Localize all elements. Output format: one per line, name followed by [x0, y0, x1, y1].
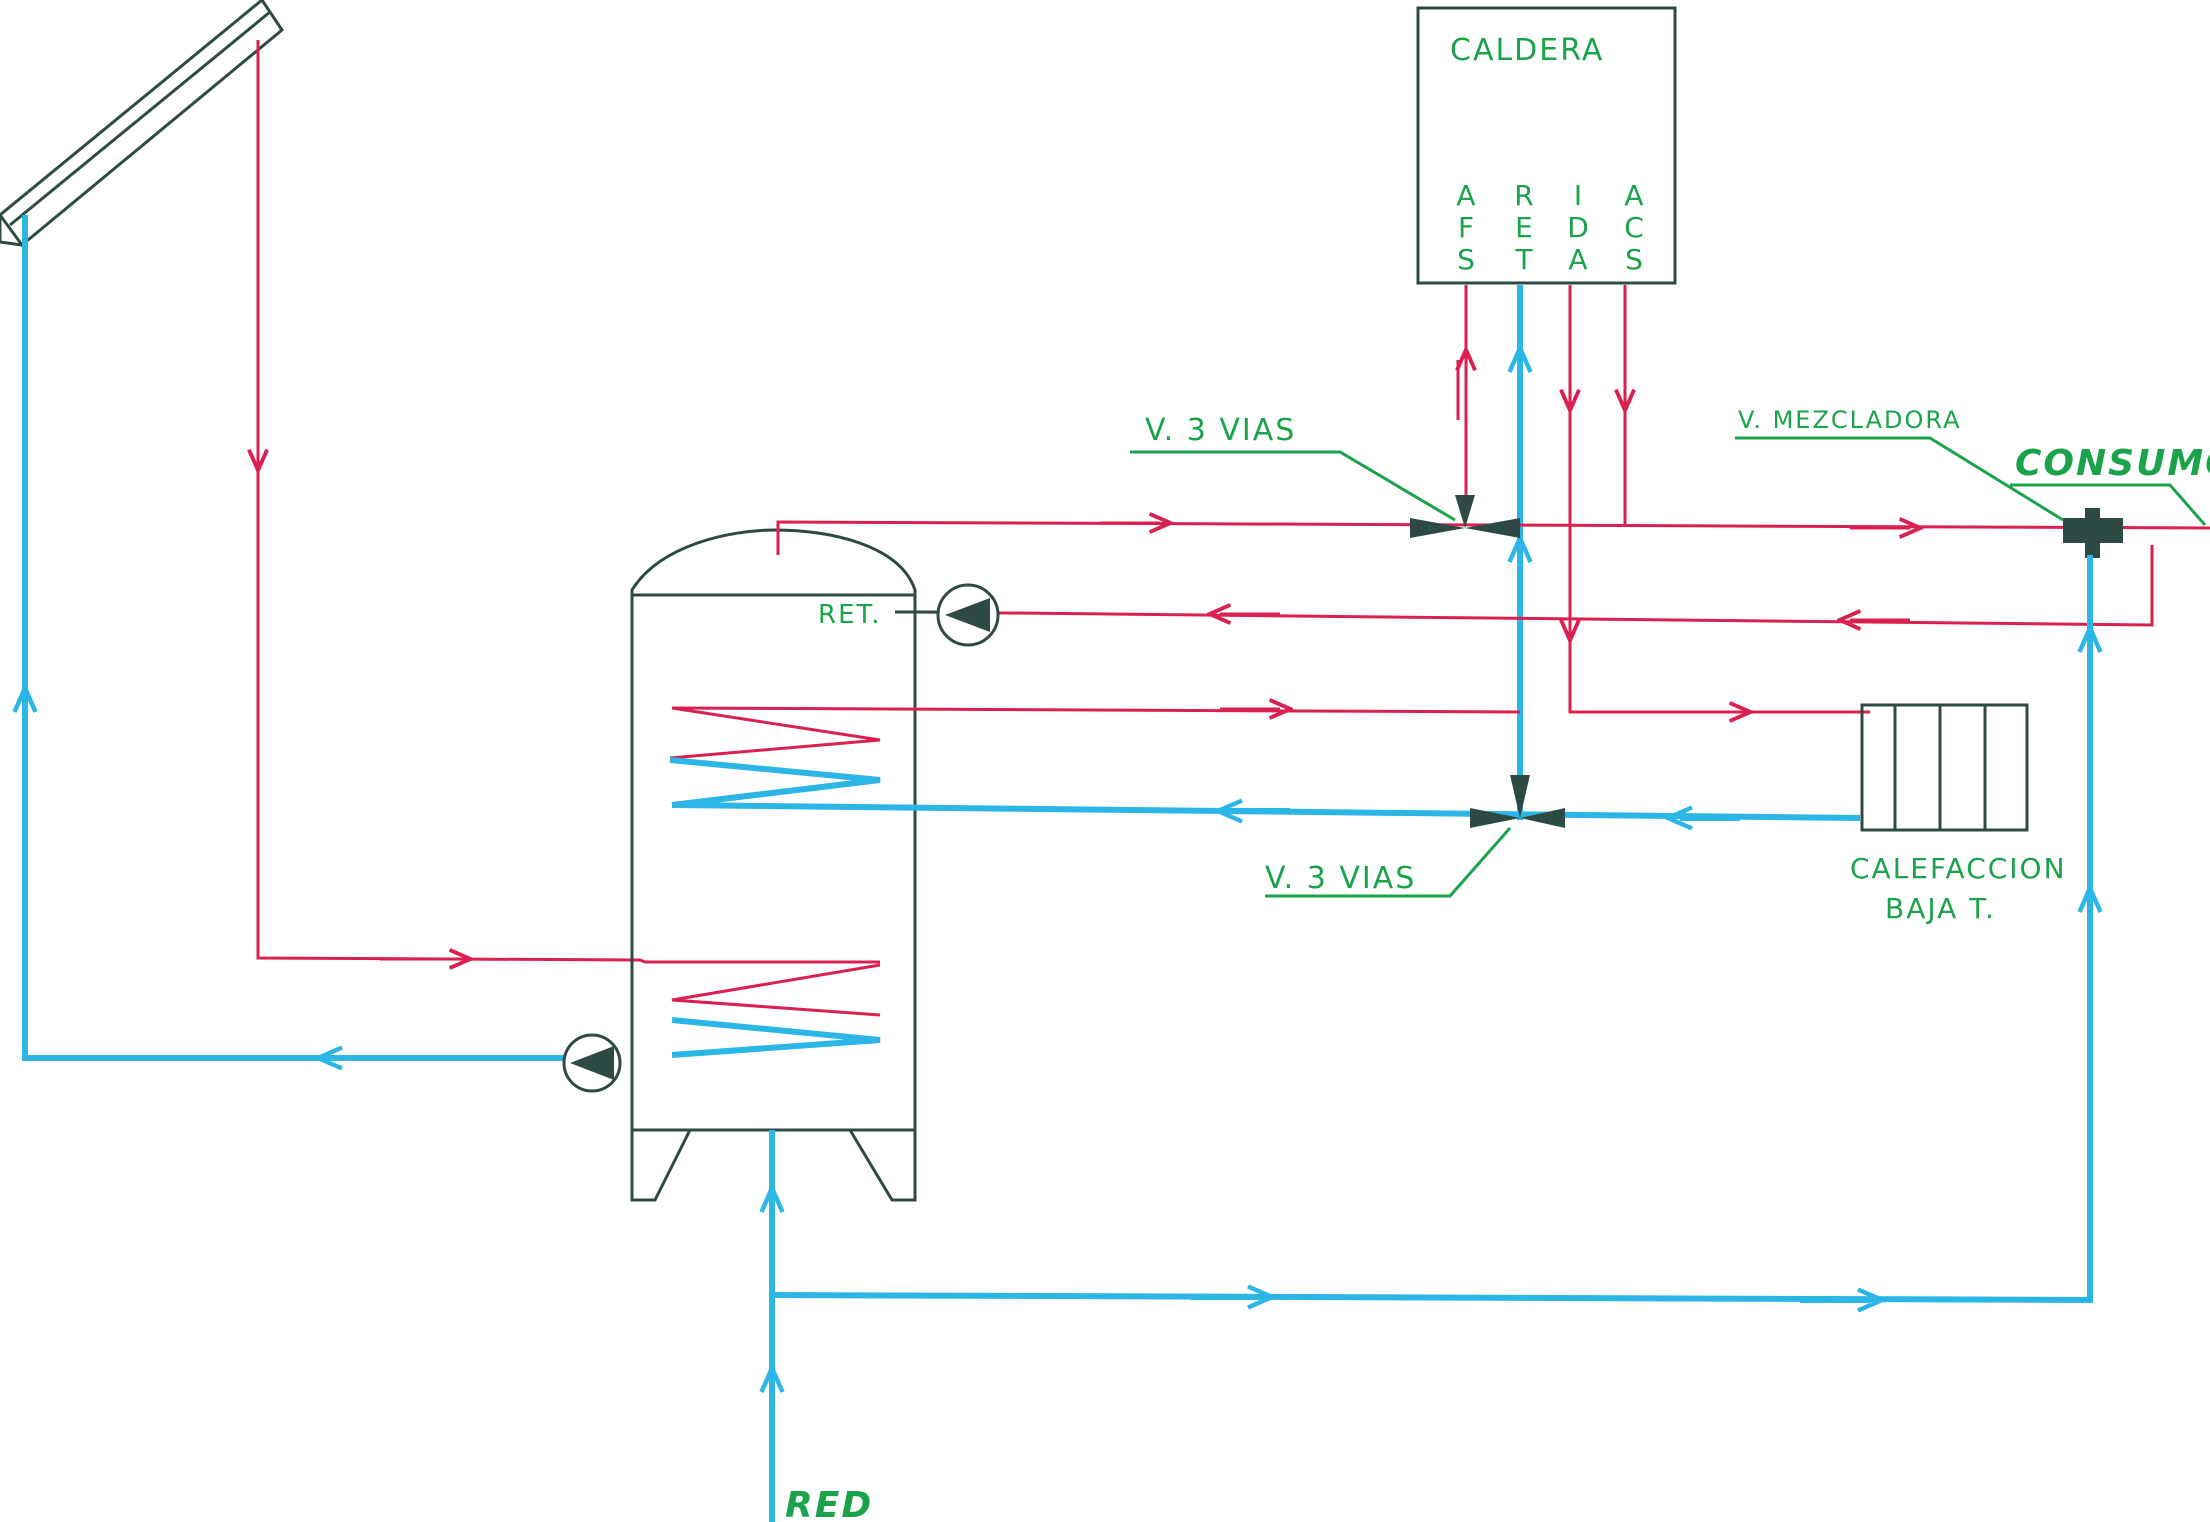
mixing-valve-label: V. MEZCLADORA: [1738, 406, 1961, 434]
coil-supply-line: [671, 706, 1521, 714]
boiler: [1416, 6, 1677, 285]
heating-label-2: BAJA T.: [1885, 892, 1996, 925]
return-label: RET.: [818, 600, 882, 630]
consumption-label: CONSUMO: [2015, 443, 2210, 484]
return-pump: [936, 583, 1000, 647]
storage-tank: [630, 528, 917, 1202]
solar-hot-pipe: [256, 40, 880, 964]
mixing-valve: [2063, 508, 2123, 558]
ida-pipe: [1568, 285, 1870, 714]
lower-coil: [671, 963, 881, 1058]
three-way-valve-bottom: [1470, 775, 1565, 828]
boiler-title: CALDERA: [1450, 33, 1604, 68]
radiator: [1860, 703, 2029, 832]
three-way-valve-top: [1410, 495, 1520, 538]
valve-top-label: V. 3 VIAS: [1145, 413, 1296, 448]
valve-bottom-label: V. 3 VIAS: [1265, 861, 1416, 896]
solar-collector: [0, 0, 284, 248]
return-line: [914, 545, 2154, 627]
upper-coil: [669, 706, 881, 808]
mains-label: RED: [785, 1485, 873, 1522]
solar-pump: [562, 1033, 622, 1093]
hot-supply-line: [776, 520, 2210, 555]
solar-cold-pipe: [22, 215, 600, 1061]
mains-bypass-pipe: [771, 555, 2093, 1304]
heating-label-1: CALEFACCION: [1850, 852, 2067, 885]
